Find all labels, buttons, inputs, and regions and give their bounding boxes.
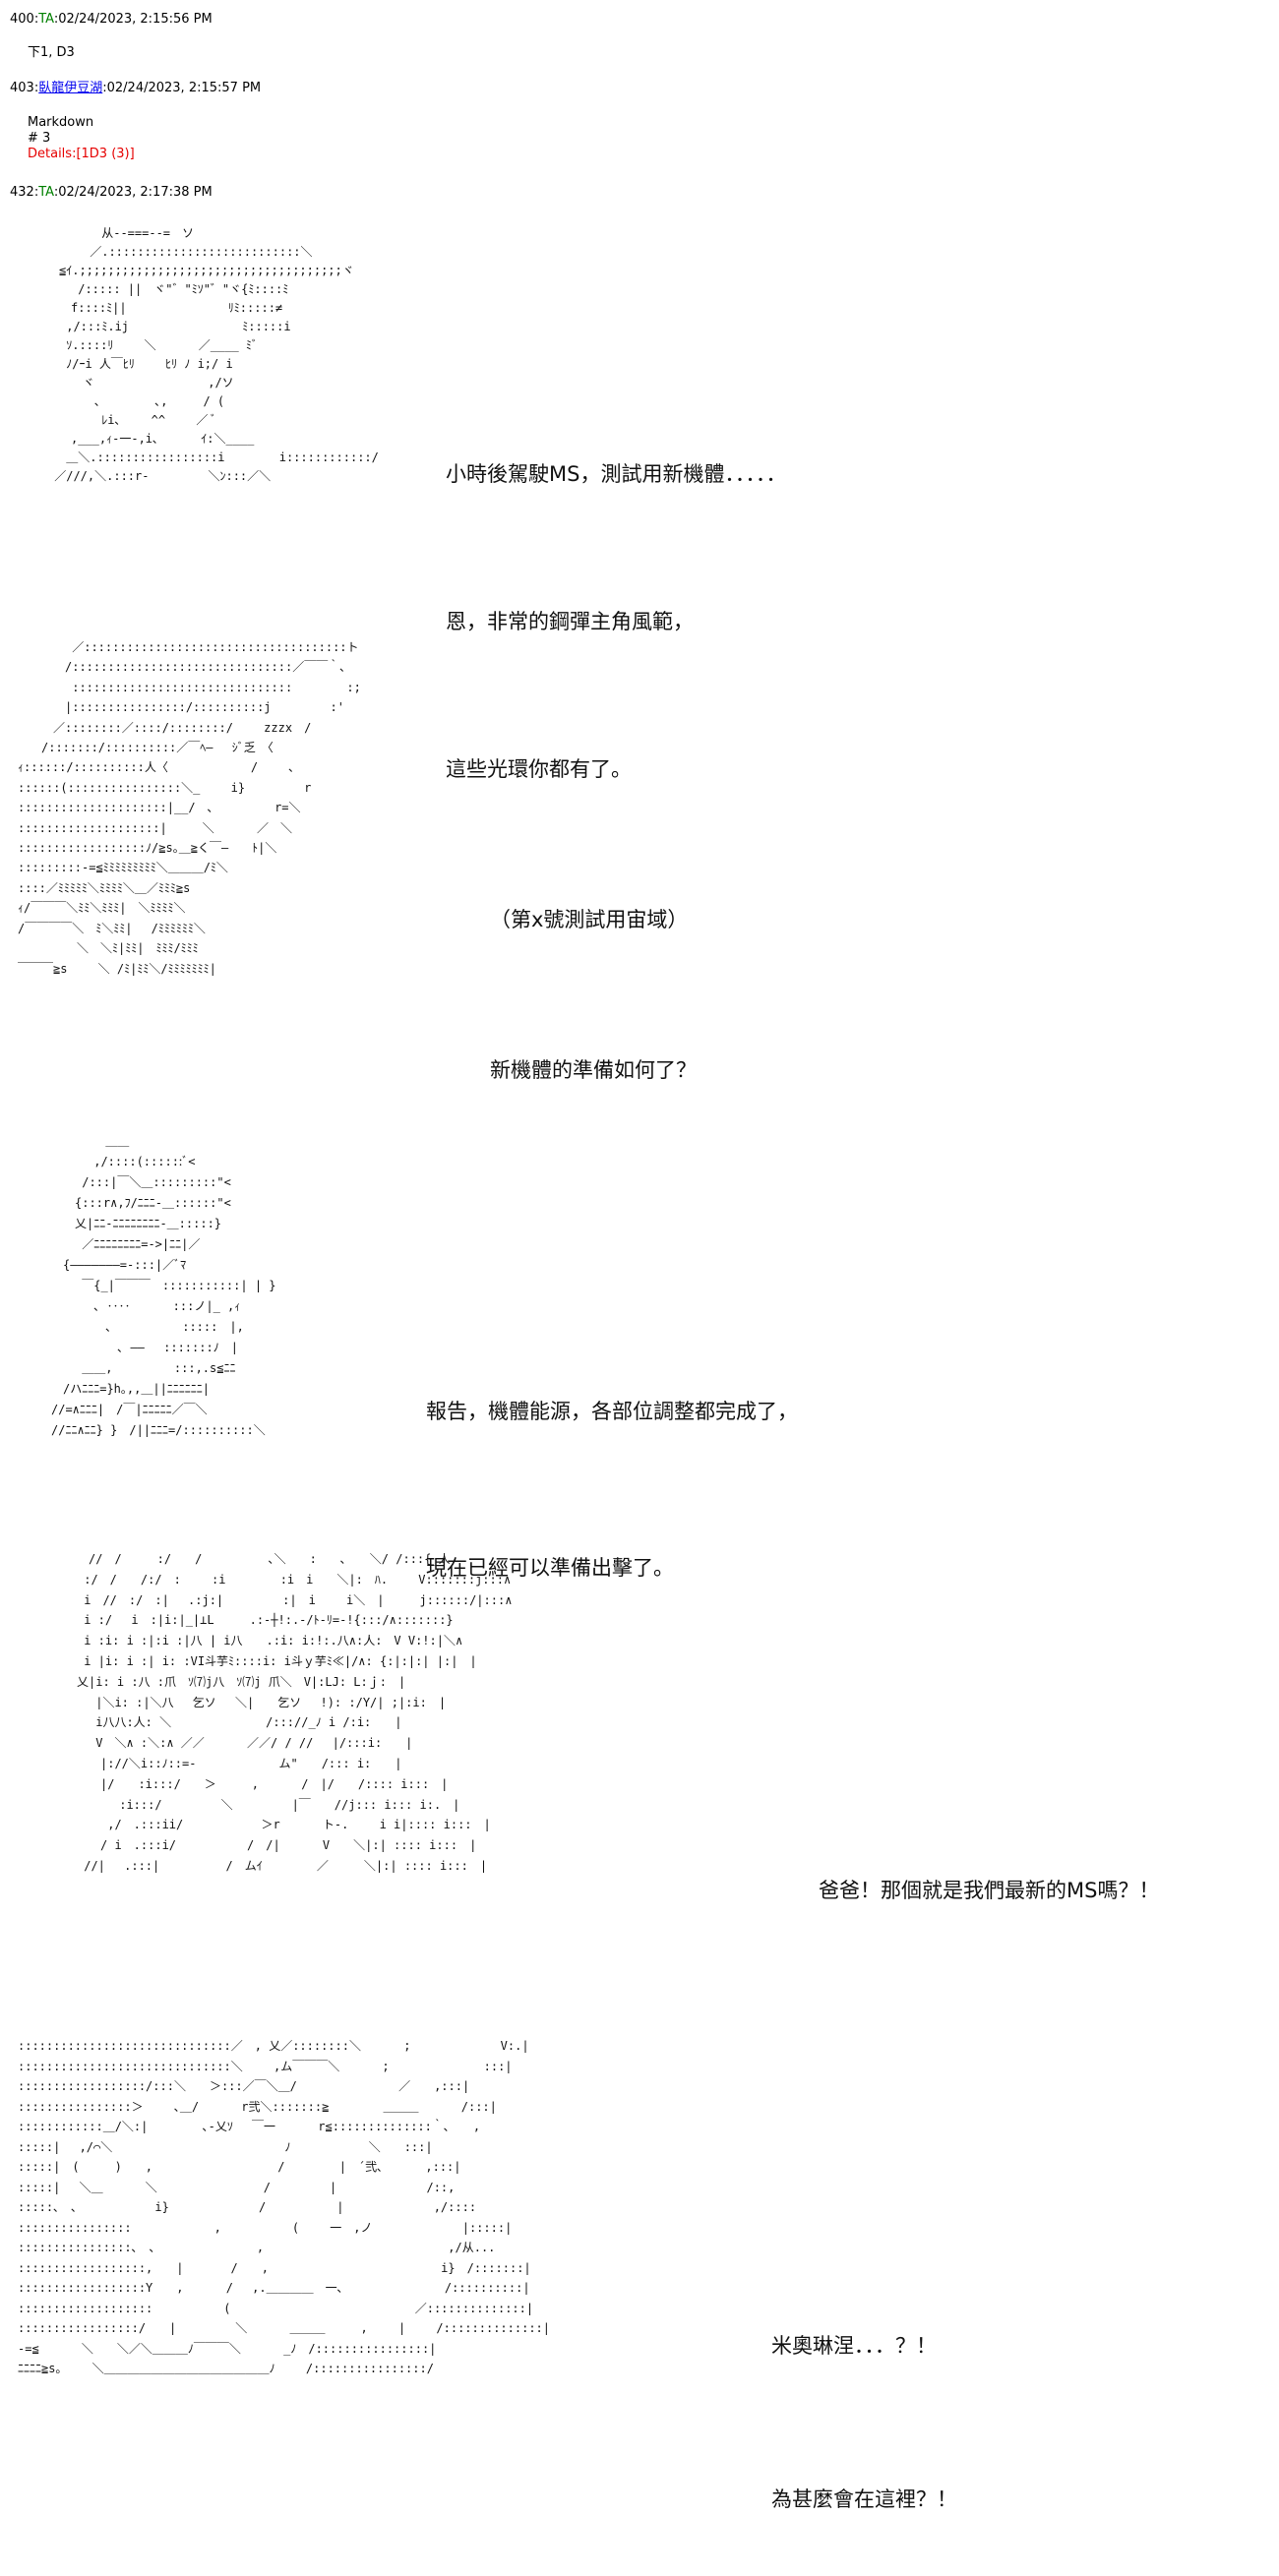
post-body-line: # 3	[28, 131, 51, 146]
dialogue-panel-5: 米奧琳涅．．．？！ 為甚麼會在這裡？！	[771, 2218, 957, 2576]
ascii-art-panel-5: ::::::::::::::::::::::::::::::／ , 乂／::::…	[18, 2039, 550, 2375]
poster-name[interactable]: TA	[38, 185, 54, 200]
dialogue-panel-3: 報告，機體能源，各部位調整都完成了， 現在已經可以準備出擊了。	[426, 1282, 798, 1647]
dialogue-line: 這些光環你都有了。	[446, 757, 632, 781]
post-body-line: Markdown	[28, 115, 94, 130]
dialogue-line: 爸爸！那個就是我們最新的MS嗎？！	[819, 1879, 1160, 1902]
post-number: 432	[10, 185, 34, 200]
dialogue-line: 新機體的準備如何了？	[490, 1058, 697, 1082]
post-date: 02/24/2023, 2:15:57 PM	[106, 81, 262, 95]
dialogue-line: 報告，機體能源，各部位調整都完成了，	[426, 1400, 798, 1423]
poster-name[interactable]: 臥龍伊豆湖	[38, 81, 103, 95]
post-body-400: 下1, D3	[28, 45, 75, 60]
dialogue-panel-2: （第x號測試用宙域） 新機體的準備如何了？	[490, 795, 697, 1146]
post-date: 02/24/2023, 2:17:38 PM	[58, 185, 213, 200]
poster-name[interactable]: TA	[38, 12, 54, 27]
dialogue-line: 米奧琳涅．．．？！	[771, 2334, 937, 2358]
post-date: 02/24/2023, 2:15:56 PM	[58, 12, 213, 27]
post-number: 403	[10, 81, 34, 95]
post-number: 400	[10, 12, 34, 27]
post-header-400: 400:TA:02/24/2023, 2:15:56 PM	[10, 12, 213, 27]
ascii-art-panel-3: ＿＿ ,/::::(::::::ﾞ< /:::|￣＼＿:::::::::"< {…	[51, 1134, 276, 1437]
ascii-art-panel-1: 从--===--= ソ ／.::::::::::::::::::::::::::…	[54, 226, 379, 483]
post-header-432: 432:TA:02/24/2023, 2:17:38 PM	[10, 185, 213, 200]
ascii-art-panel-4: // / :/ / ､＼ : ､ ＼/ /:::{_人 :/ / /:/ : :…	[77, 1552, 513, 1873]
dice-details: Details:[1D3 (3)]	[28, 147, 135, 161]
dialogue-panel-1: 小時後駕駛MS，測試用新機體．．．．． 恩，非常的鋼彈主角風範， 這些光環你都有…	[446, 351, 786, 843]
dialogue-line: 小時後駕駛MS，測試用新機體．．．．．	[446, 462, 787, 486]
dialogue-line: 恩，非常的鋼彈主角風範，	[446, 610, 694, 633]
ascii-art-panel-2: ／:::::::::::::::::::::::::::::::::::::ト …	[18, 640, 361, 976]
dialogue-line: （第x號測試用宙域）	[490, 908, 689, 931]
dialogue-line: 現在已經可以準備出擊了。	[426, 1556, 674, 1580]
dialogue-line: 為甚麼會在這裡？！	[771, 2487, 957, 2511]
dialogue-panel-4: 爸爸！那個就是我們最新的MS嗎？！	[819, 1767, 1159, 1964]
post-header-403: 403:臥龍伊豆湖:02/24/2023, 2:15:57 PM	[10, 81, 262, 95]
